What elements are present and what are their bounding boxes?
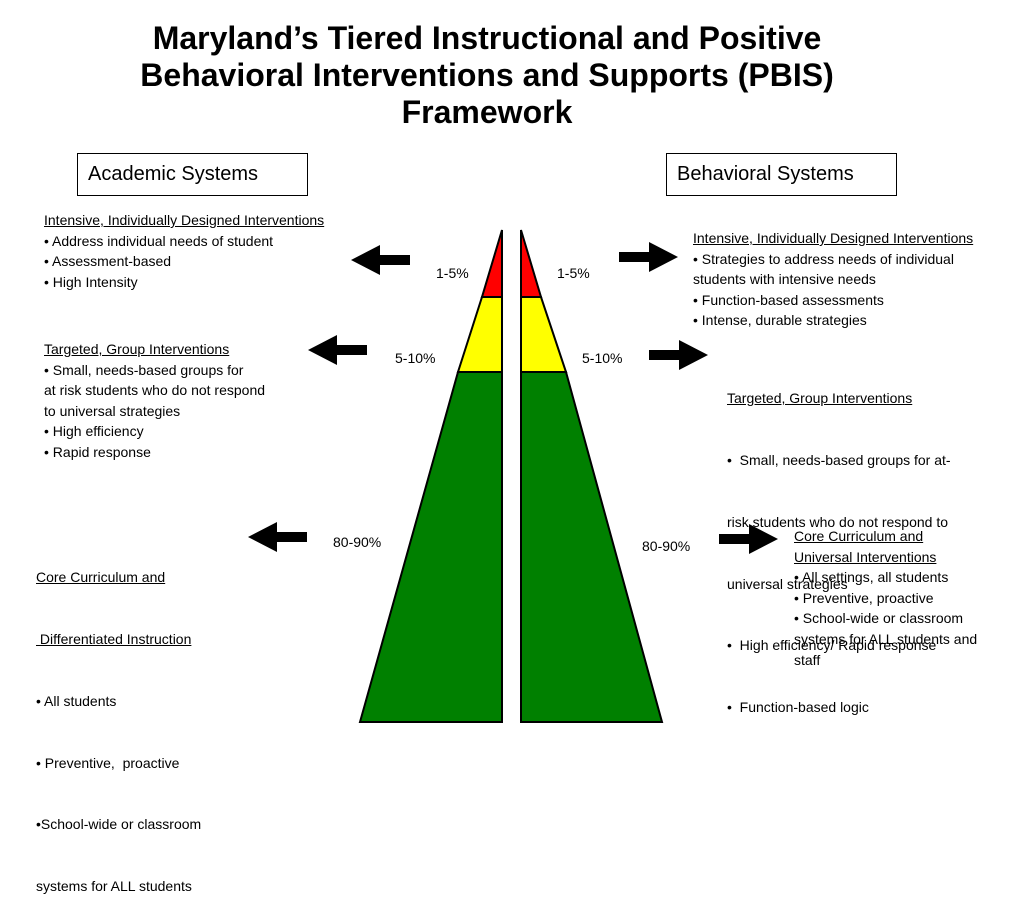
list-item: • Address individual needs of student <box>44 232 274 249</box>
arrow-left-core-icon <box>248 522 307 552</box>
list-item: • High Intensity <box>44 273 138 290</box>
behavioral-core-tier <box>520 371 664 723</box>
academic-core-heading-2: Differentiated Instruction <box>36 630 192 647</box>
list-item: • Function-based assessments <box>693 291 884 308</box>
title-line-2: Behavioral Interventions and Supports (P… <box>140 57 834 93</box>
academic-intensive-description: Intensive, Individually Designed Interve… <box>44 210 324 292</box>
academic-targeted-percent: 5-10% <box>395 350 436 366</box>
list-item: systems for ALL students and <box>794 630 978 647</box>
list-item: to universal strategies <box>44 402 181 419</box>
academic-targeted-heading: Targeted, Group Interventions <box>44 341 230 357</box>
behavioral-intensive-description: Intensive, Individually Designed Interve… <box>693 228 973 331</box>
list-item: at risk students who do not respond <box>44 382 266 399</box>
list-item: • High efficiency/ Rapid response <box>727 637 937 654</box>
list-item: • High efficiency <box>44 423 144 440</box>
academic-targeted-description: Targeted, Group Interventions • Small, n… <box>44 339 265 463</box>
academic-core-percent: 80-90% <box>333 534 382 550</box>
title-line-1: Maryland’s Tiered Instructional and Posi… <box>152 20 822 56</box>
list-item: risk students who do not respond to <box>727 513 949 530</box>
list-item: systems for ALL students <box>36 878 192 895</box>
academic-systems-header: Academic Systems <box>77 153 308 196</box>
behavioral-intensive-heading: Intensive, Individually Designed Interve… <box>693 230 974 246</box>
arrow-right-core-icon <box>719 524 778 554</box>
academic-core-description: Core Curriculum and Differentiated Instr… <box>36 526 201 917</box>
behavioral-intensive-tier <box>520 229 543 298</box>
behavioral-core-heading-2: Universal Interventions <box>794 548 937 565</box>
list-item: • All settings, all students <box>794 569 949 586</box>
arrow-right-targeted-icon <box>649 340 708 370</box>
behavioral-targeted-percent: 5-10% <box>582 350 623 366</box>
behavioral-targeted-heading: Targeted, Group Interventions <box>727 390 913 407</box>
academic-core-heading-1: Core Curriculum and <box>36 569 166 586</box>
list-item: • Preventive, proactive <box>36 754 180 771</box>
list-item: • Small, needs-based groups for at- <box>727 451 951 468</box>
list-item: • Function-based logic <box>727 699 869 716</box>
academic-targeted-tier <box>456 296 503 373</box>
pyramid-diagram <box>248 229 778 723</box>
list-item: • Preventive, proactive <box>794 589 934 606</box>
list-item: • School-wide or classroom <box>794 610 964 627</box>
behavioral-core-description: Core Curriculum and Universal Interventi… <box>794 526 977 670</box>
list-item: • Strategies to address needs of individ… <box>693 250 954 267</box>
academic-intensive-percent: 1-5% <box>436 265 469 281</box>
list-item: students with intensive needs <box>693 271 876 288</box>
behavioral-systems-header: Behavioral Systems <box>666 153 897 196</box>
list-item: • Assessment-based <box>44 253 172 270</box>
list-item: • Small, needs-based groups for <box>44 361 244 378</box>
list-item: • Rapid response <box>44 443 151 460</box>
list-item: universal strategies <box>727 575 848 592</box>
behavioral-core-percent: 80-90% <box>642 538 691 554</box>
academic-core-tier <box>358 371 503 723</box>
behavioral-targeted-tier <box>520 296 568 373</box>
academic-intensive-tier <box>480 229 503 298</box>
arrow-right-intensive-icon <box>619 242 678 272</box>
title-line-3: Framework <box>401 94 573 130</box>
page-title: Maryland’s Tiered Instructional and Posi… <box>80 20 894 131</box>
arrow-left-targeted-icon <box>308 335 367 365</box>
arrow-left-intensive-icon <box>351 245 410 275</box>
academic-intensive-heading: Intensive, Individually Designed Interve… <box>44 212 325 228</box>
list-item: staff <box>794 651 821 668</box>
list-item: •School-wide or classroom <box>36 816 202 833</box>
behavioral-core-heading-1: Core Curriculum and <box>794 528 924 544</box>
list-item: • Intense, durable strategies <box>693 312 867 329</box>
behavioral-targeted-description: Targeted, Group Interventions • Small, n… <box>727 347 951 738</box>
list-item: • All students <box>36 692 117 709</box>
behavioral-intensive-percent: 1-5% <box>557 265 590 281</box>
